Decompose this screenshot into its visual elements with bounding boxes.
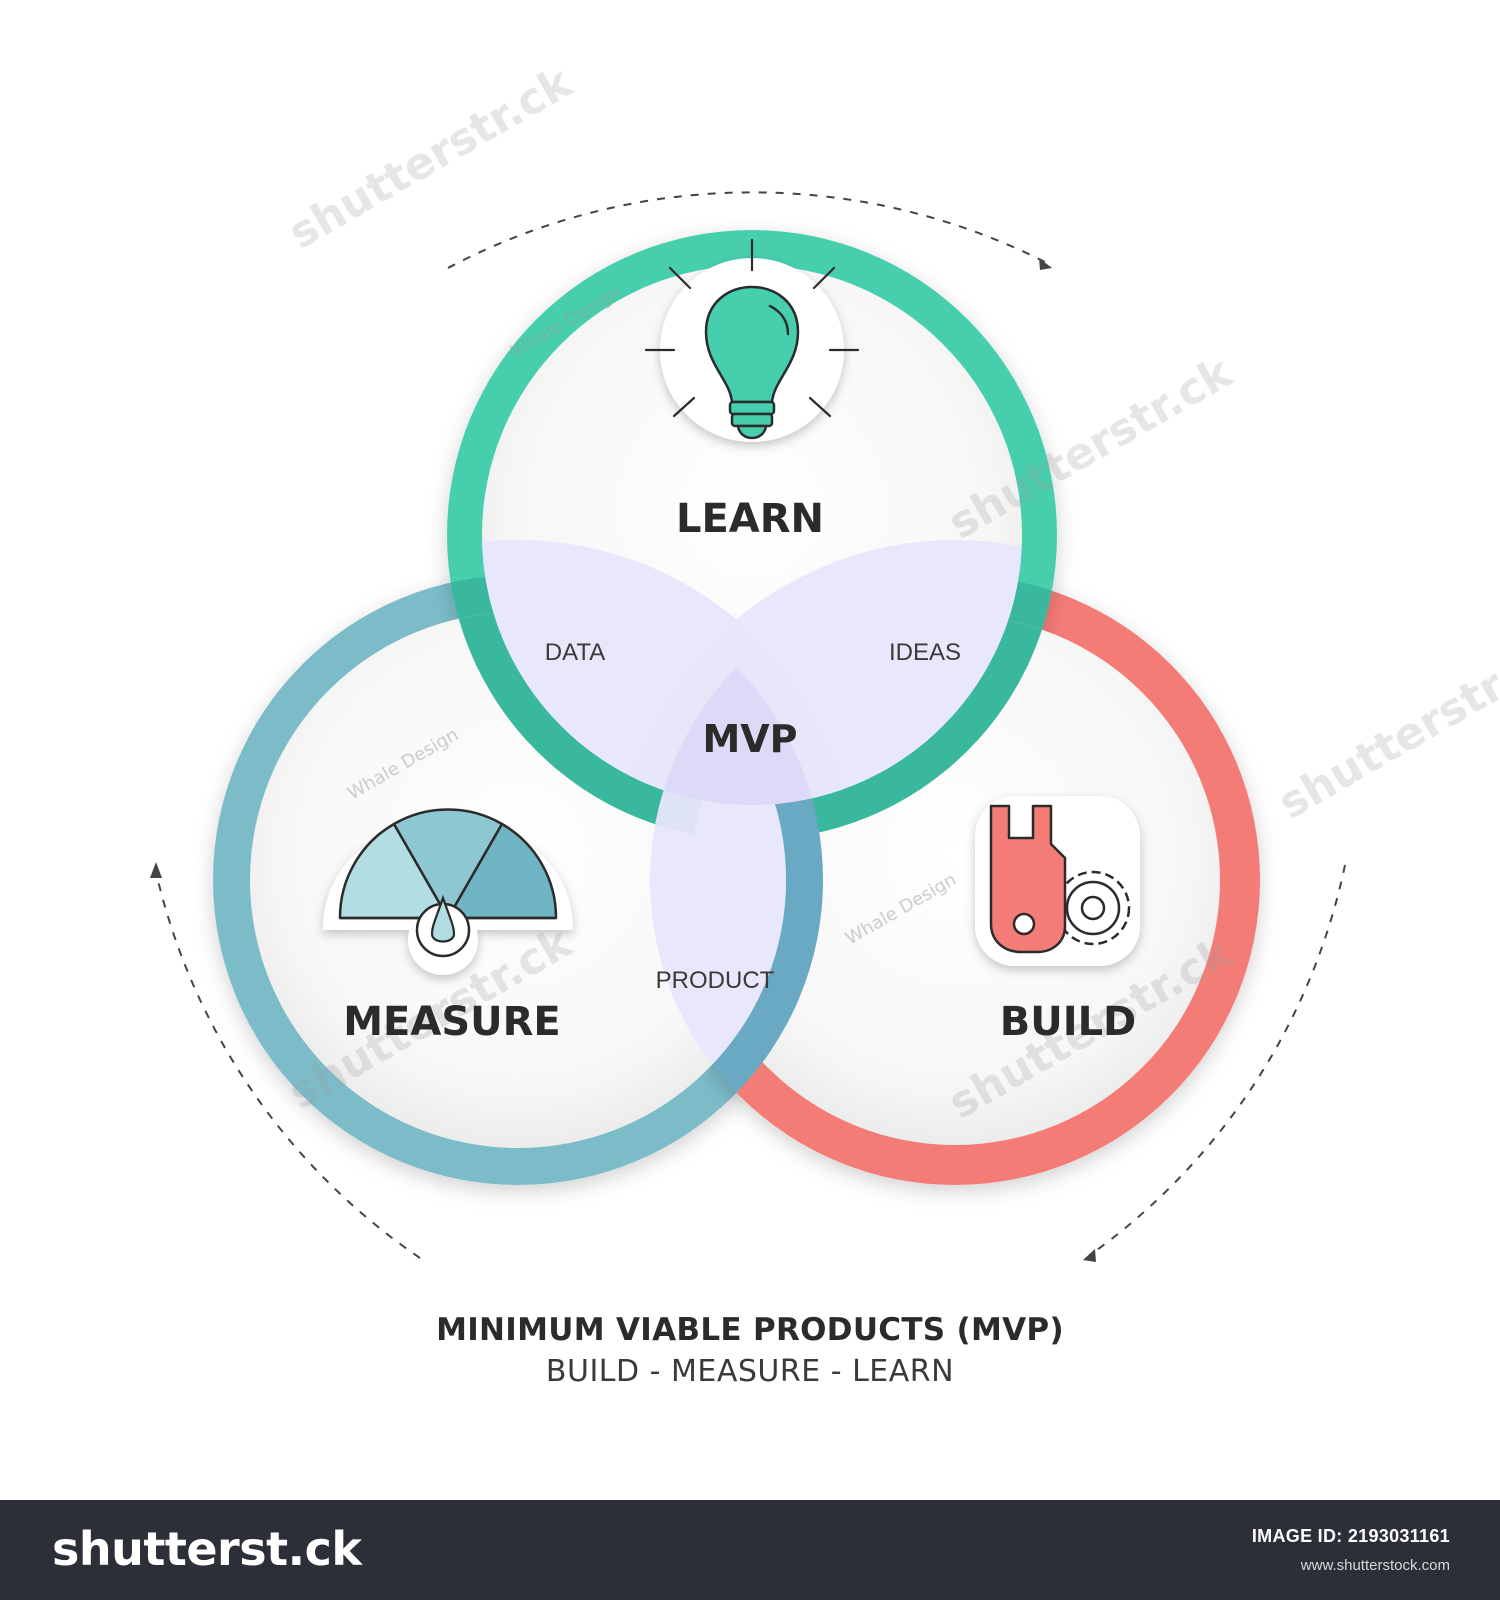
arrowhead-right (1083, 1249, 1096, 1262)
stock-url: www.shutterstock.com (1300, 1557, 1450, 1574)
cycle-arrow-right (1089, 864, 1346, 1256)
overlap-learn-build (615, 540, 1022, 805)
gauge-icon (323, 808, 573, 975)
stock-logo: shutterst.ck (52, 1522, 362, 1576)
diagram-caption: MINIMUM VIABLE PRODUCTS (MVP) BUILD - ME… (0, 1312, 1500, 1389)
caption-title: MINIMUM VIABLE PRODUCTS (MVP) (436, 1312, 1064, 1348)
mvp-center-label: MVP (702, 717, 797, 761)
product-overlap-label: PRODUCT (656, 967, 775, 994)
learn-label: LEARN (676, 496, 824, 542)
wrench-gear-icon (975, 796, 1140, 966)
data-overlap-label: DATA (545, 639, 605, 666)
cycle-arrowheads (150, 258, 1096, 1262)
cycle-arrow-left (155, 871, 421, 1259)
arrowhead-left (150, 862, 162, 878)
build-label: BUILD (1000, 999, 1137, 1045)
measure-label: MEASURE (343, 999, 561, 1045)
watermark-stock: shutterstr.ck (280, 56, 582, 260)
ideas-overlap-label: IDEAS (889, 639, 961, 666)
arrowhead-top (1039, 258, 1052, 270)
watermark-stock: shutterstr.ck (1270, 626, 1500, 830)
cycle-arrows (155, 191, 1346, 1259)
image-id: IMAGE ID: 2193031161 (1251, 1526, 1450, 1546)
stock-footer-bar: shutterst.ck IMAGE ID: 2193031161 www.sh… (0, 1500, 1500, 1600)
cycle-arrow-top (447, 191, 1046, 269)
caption-subtitle: BUILD - MEASURE - LEARN (545, 1354, 955, 1389)
lightbulb-icon (644, 238, 860, 442)
mvp-venn-diagram: shutterstr.ck shutterstr.ck shutterstr.c… (150, 56, 1500, 1262)
